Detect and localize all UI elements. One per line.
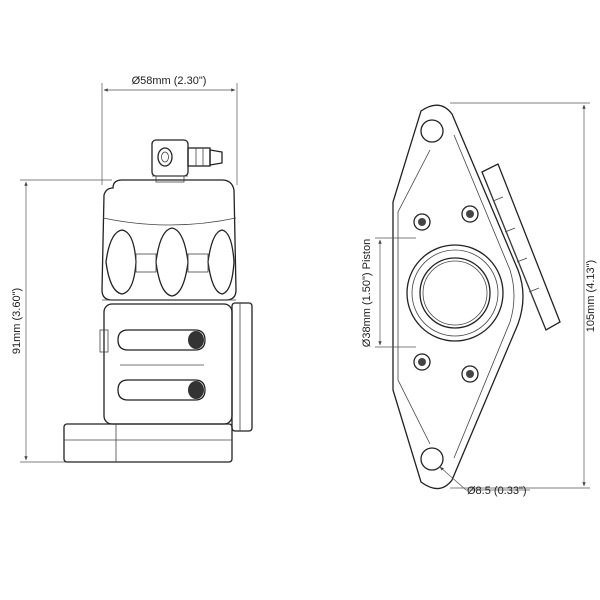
flange-plate (392, 104, 524, 490)
piston-ring (411, 249, 499, 337)
hose-nipple (187, 147, 211, 167)
valve-body (103, 303, 233, 425)
mount-hole-bottom (420, 447, 444, 471)
width-dimension-label: Ø58mm (2.30") (132, 75, 207, 87)
base-mount (63, 423, 233, 463)
hole-dimension-label: Ø8.5 (0.33") (467, 485, 527, 497)
bolt (413, 353, 431, 371)
piston-housing (406, 244, 504, 342)
flange-height-label: 105mm (4.13") (585, 260, 597, 332)
flange-view: Ø38mm (1.50") Piston 105mm (4.13") Ø8.5 … (361, 102, 597, 497)
cap-lobe (105, 229, 137, 295)
dome-cap (101, 179, 237, 301)
side-view: Ø58mm (2.30") 91mm (3.60") (11, 75, 253, 463)
body-slot (117, 329, 206, 351)
side-flange (231, 302, 253, 432)
bolt (461, 365, 479, 383)
bolt (461, 205, 479, 223)
height-dimension-label: 91mm (3.60") (11, 288, 23, 354)
mount-hole-top (420, 119, 444, 143)
piston-bore (419, 257, 491, 329)
cap-lobe (155, 227, 189, 297)
side-plate (481, 163, 561, 331)
piston-dimension-label: Ø38mm (1.50") Piston (361, 239, 373, 347)
bolt (413, 213, 431, 231)
body-slot (117, 379, 206, 401)
cap-lobe (207, 229, 235, 295)
